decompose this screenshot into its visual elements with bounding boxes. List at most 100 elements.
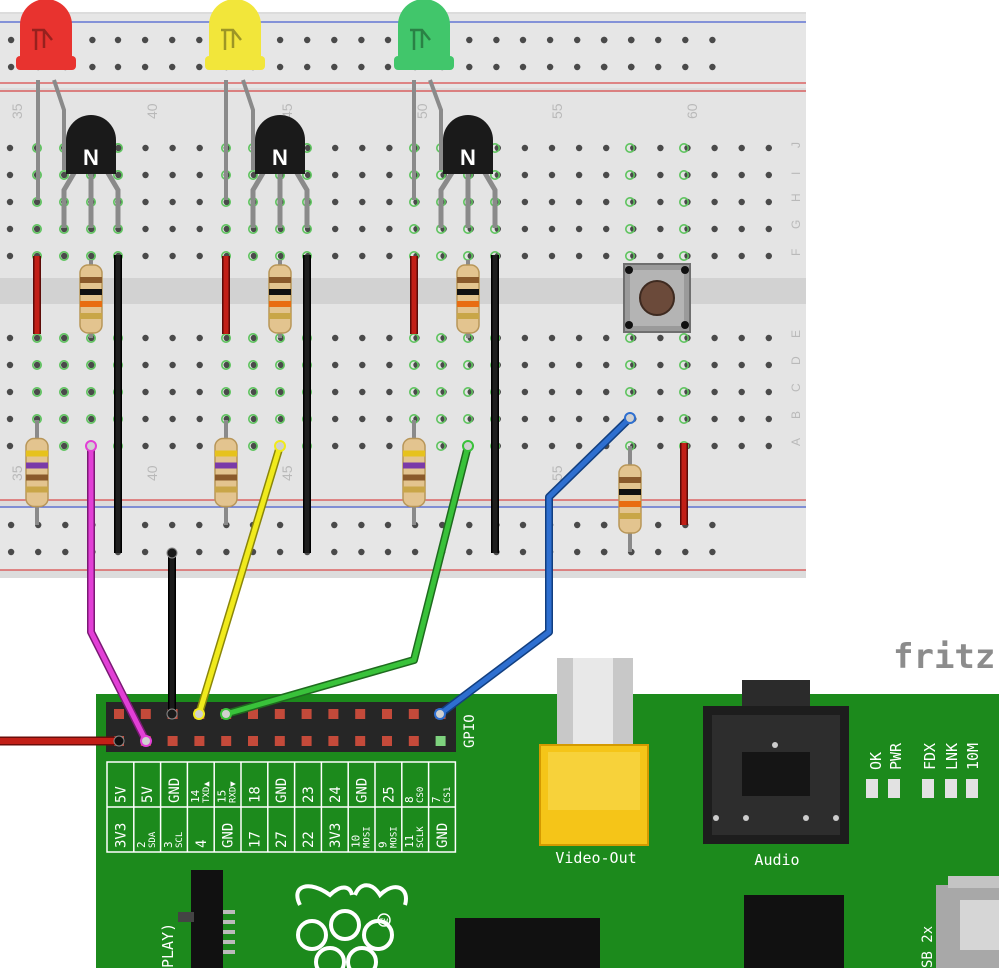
connected-hole bbox=[248, 251, 259, 262]
breadboard-hole bbox=[711, 334, 718, 342]
breadboard-hole bbox=[738, 361, 745, 369]
transistor-label: N bbox=[460, 145, 476, 170]
pin-label: 27 bbox=[274, 831, 290, 848]
breadboard-hole bbox=[765, 225, 772, 233]
breadboard-hole bbox=[332, 388, 339, 396]
breadboard-hole bbox=[548, 171, 556, 179]
red-wire-end bbox=[113, 735, 125, 747]
rail-hole bbox=[276, 63, 284, 71]
column-number-55-top: 55 bbox=[549, 103, 565, 119]
breadboard-hole bbox=[548, 415, 556, 423]
rail-hole bbox=[276, 548, 284, 556]
breadboard-hole bbox=[6, 388, 14, 396]
black-wire-end bbox=[166, 708, 178, 720]
row-letter-j: J bbox=[789, 142, 803, 148]
connected-hole bbox=[31, 224, 42, 235]
breadboard-hole bbox=[6, 334, 14, 342]
connected-hole bbox=[435, 332, 446, 343]
video-out-label: Video-Out bbox=[555, 849, 636, 867]
rail-hole bbox=[600, 521, 608, 529]
breadboard-hole bbox=[765, 334, 772, 342]
breadboard-hole bbox=[196, 198, 203, 206]
breadboard-hole bbox=[169, 171, 176, 179]
rail-hole bbox=[384, 63, 392, 71]
rca-barrel-highlight bbox=[573, 658, 613, 753]
transistor-base-resistor-3 bbox=[456, 260, 480, 338]
breadboard-hole bbox=[657, 252, 664, 260]
rail-hole bbox=[655, 63, 662, 71]
trademark-circle bbox=[377, 913, 391, 927]
audio-jack-recess bbox=[742, 752, 810, 796]
rail-hole bbox=[304, 36, 311, 44]
display-connector-label: PLAY) bbox=[159, 923, 177, 968]
rail-hole bbox=[682, 63, 689, 71]
transistor-2: N bbox=[255, 115, 305, 174]
connected-hole bbox=[58, 359, 69, 370]
audio-jack-pin bbox=[803, 815, 809, 821]
rail-hole bbox=[141, 63, 149, 71]
breadboard-hole bbox=[575, 171, 583, 179]
breadboard-hole bbox=[738, 442, 745, 450]
breadboard-hole bbox=[196, 361, 203, 369]
breadboard-hole bbox=[6, 225, 14, 233]
rail-hole bbox=[519, 63, 527, 71]
row-letter-g: G bbox=[789, 220, 803, 229]
breadboard: 35 40 45 50 55 60 35 40 45 55 J I H G F … bbox=[0, 12, 806, 578]
breadboard-hole bbox=[603, 144, 610, 152]
breadboard-hole bbox=[765, 252, 772, 260]
gpio-pin bbox=[328, 709, 339, 719]
green-wire-end bbox=[462, 440, 474, 452]
pin-number-label: 7 bbox=[430, 796, 443, 803]
rail-hole bbox=[384, 521, 392, 529]
pin-label: 4 bbox=[194, 840, 210, 848]
pin-label: 5V bbox=[113, 786, 129, 803]
connected-hole bbox=[435, 359, 446, 370]
transistor-label: N bbox=[272, 145, 288, 170]
breadboard-hole bbox=[6, 171, 14, 179]
breadboard-hole bbox=[359, 144, 366, 152]
connected-hole bbox=[624, 197, 635, 208]
breadboard-hole bbox=[548, 442, 556, 450]
connected-hole bbox=[408, 386, 419, 397]
breadboard-hole bbox=[359, 388, 366, 396]
breadboard-hole bbox=[603, 415, 610, 423]
status-led-pwr bbox=[888, 779, 900, 798]
breadboard-hole bbox=[304, 171, 312, 179]
breadboard-hole bbox=[142, 225, 149, 233]
rail-hole bbox=[600, 63, 608, 71]
breadboard-hole bbox=[548, 361, 556, 369]
breadboard-hole bbox=[711, 225, 718, 233]
breadboard-hole bbox=[6, 361, 14, 369]
breadboard-hole bbox=[169, 442, 176, 450]
breadboard-hole bbox=[548, 198, 556, 206]
breadboard-hole bbox=[603, 388, 610, 396]
led-legs bbox=[36, 79, 443, 200]
connected-hole bbox=[248, 386, 259, 397]
breadboard-hole bbox=[169, 415, 176, 423]
status-led-fdx bbox=[922, 779, 934, 798]
column-number-50-top: 50 bbox=[414, 103, 430, 119]
row-letter-h: H bbox=[789, 193, 803, 202]
rail-hole bbox=[141, 521, 149, 529]
yellow-wire bbox=[196, 445, 283, 715]
breadboard-hole bbox=[33, 388, 41, 396]
fritzing-watermark: fritz bbox=[893, 637, 995, 677]
gpio-pin bbox=[408, 736, 419, 746]
pin-function-label: CS0 bbox=[416, 787, 426, 803]
rail-hole bbox=[169, 36, 176, 44]
display-connector bbox=[191, 870, 223, 968]
breadboard-hole bbox=[657, 198, 664, 206]
pin-label: 22 bbox=[301, 831, 317, 848]
breadboard-hole bbox=[88, 415, 95, 423]
breadboard-hole bbox=[521, 225, 529, 233]
rail-hole bbox=[574, 521, 581, 529]
breadboard-hole bbox=[575, 198, 583, 206]
rail-hole bbox=[466, 521, 473, 529]
breadboard-hole bbox=[223, 388, 230, 396]
red-led bbox=[16, 0, 76, 70]
green-led bbox=[394, 0, 454, 70]
breadboard-hole bbox=[250, 388, 258, 396]
connected-hole bbox=[31, 386, 42, 397]
connected-hole bbox=[248, 440, 259, 451]
breadboard-hole bbox=[603, 225, 610, 233]
